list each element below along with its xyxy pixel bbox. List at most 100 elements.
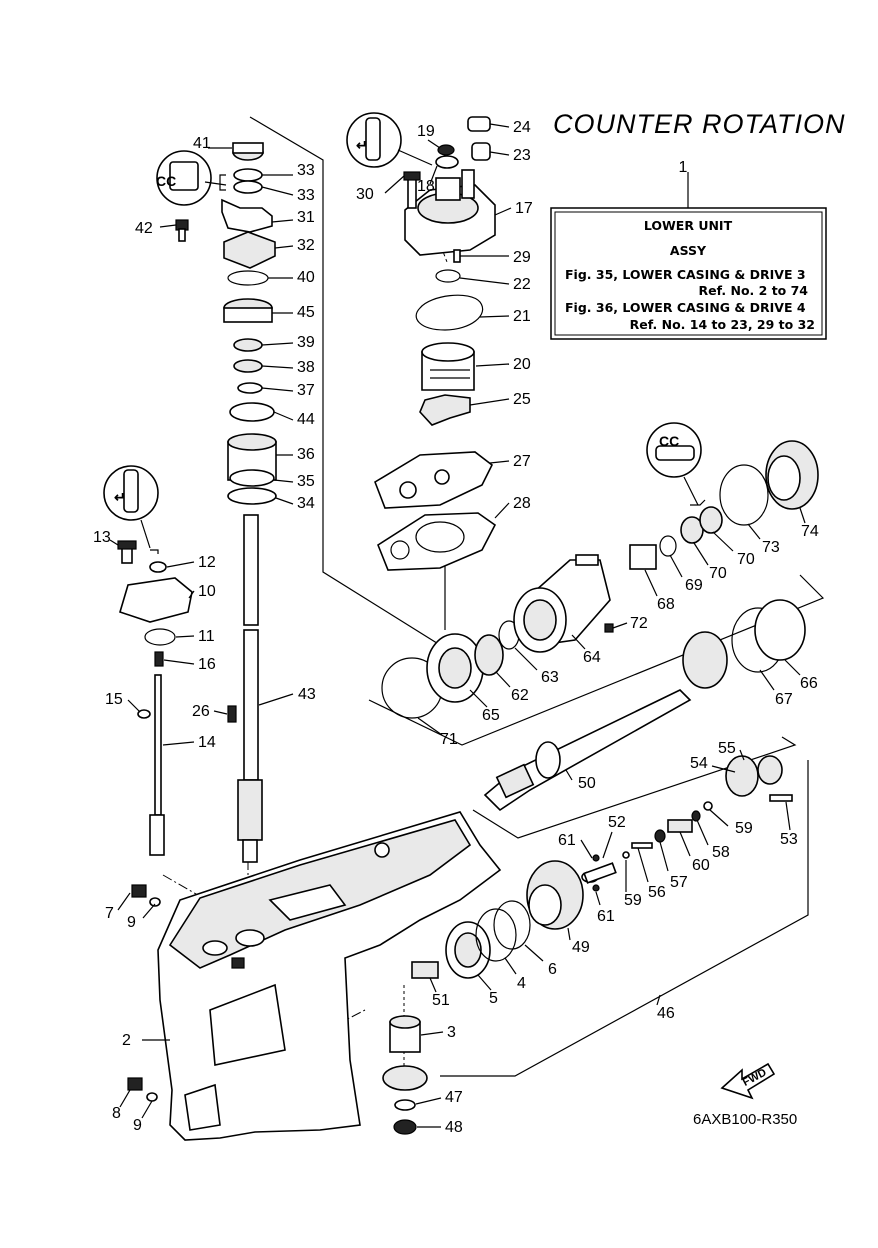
callout-label-2: 2 xyxy=(122,1032,131,1049)
callout-label-37: 37 xyxy=(297,382,315,399)
spring-part-16 xyxy=(154,651,164,667)
callout-label-34: 34 xyxy=(297,495,315,512)
bearing-36-top xyxy=(227,433,277,451)
callout-label-7: 7 xyxy=(105,905,114,922)
callout-label-28: 28 xyxy=(513,495,531,512)
grommet-part-24 xyxy=(467,116,491,132)
leader-line-70 xyxy=(693,542,709,566)
box-outer-frame xyxy=(550,207,827,340)
plate-hole-1 xyxy=(399,481,417,499)
leader-line-24 xyxy=(489,123,510,128)
leader-line-61 xyxy=(595,891,601,906)
washer-part-9a xyxy=(149,897,161,907)
washer-part-6 xyxy=(493,900,531,950)
washer-part-39 xyxy=(233,338,263,352)
leader-line-8 xyxy=(119,1089,131,1108)
callout-label-16: 16 xyxy=(198,656,216,673)
reverse-gear-group xyxy=(445,860,584,979)
forward-group xyxy=(381,440,819,719)
bearing-5-inner xyxy=(454,932,482,968)
driveshaft-stack xyxy=(221,142,277,863)
housing-64-boss xyxy=(575,554,599,566)
box-line-5: Fig. 36, LOWER CASING & DRIVE 4 xyxy=(565,300,806,315)
callout-label-32: 32 xyxy=(297,237,315,254)
housing-64-bore xyxy=(523,599,557,641)
callout-label-22: 22 xyxy=(513,276,531,293)
leader-line-47 xyxy=(415,1097,442,1105)
bolt-part-30 xyxy=(407,177,417,209)
pin-part-29 xyxy=(453,249,461,263)
shim-part-4 xyxy=(475,908,517,962)
driveshaft-part-43 xyxy=(243,629,259,781)
box-inner-frame xyxy=(554,211,823,336)
callout-label-20: 20 xyxy=(513,356,531,373)
callout-label-61: 61 xyxy=(558,832,576,849)
fwd-arrow-icon: FWD xyxy=(720,1062,776,1100)
callout-label-33: 33 xyxy=(297,187,315,204)
callout-label-43: 43 xyxy=(298,686,316,703)
leader-line-53 xyxy=(785,801,791,831)
propshaft-bracket-line xyxy=(368,574,825,746)
callout-leaders xyxy=(109,123,806,1128)
callout-label-67: 67 xyxy=(775,691,793,708)
callout-label-40: 40 xyxy=(297,269,315,286)
gear-bracket-line xyxy=(472,736,797,839)
leader-line-63 xyxy=(514,647,538,671)
callout-label-50: 50 xyxy=(578,775,596,792)
o-ring-part-73 xyxy=(719,464,769,526)
box-line-1: LOWER UNIT xyxy=(644,218,733,233)
washer-part-47 xyxy=(394,1099,416,1111)
svg-text:↵: ↵ xyxy=(114,489,126,505)
callout-label-31: 31 xyxy=(297,209,315,226)
washer-part-38 xyxy=(233,359,263,373)
callout-label-23: 23 xyxy=(513,147,531,164)
clip-part-59a xyxy=(622,851,630,859)
callout-label-72: 72 xyxy=(630,615,648,632)
casing-lug xyxy=(231,957,245,969)
leader-line-60 xyxy=(679,831,691,857)
callout-label-73: 73 xyxy=(762,539,780,556)
leader-line-58 xyxy=(696,819,709,846)
grease-icon: CC xyxy=(156,150,227,206)
bearing-45-side xyxy=(223,307,273,323)
callout-label-62: 62 xyxy=(511,687,529,704)
spring-part-60 xyxy=(667,819,693,833)
shift-rod-part-14 xyxy=(154,674,162,816)
grommet-part-12 xyxy=(149,561,167,573)
callout-label-60: 60 xyxy=(692,857,710,874)
callout-label-63: 63 xyxy=(541,669,559,686)
callout-label-44: 44 xyxy=(297,411,315,428)
driveshaft-upper xyxy=(243,514,259,626)
callout-label-49: 49 xyxy=(572,939,590,956)
pin-part-53 xyxy=(769,794,793,802)
leader-line-56 xyxy=(637,847,649,883)
leader-line-9 xyxy=(141,1100,153,1119)
leader-line-13 xyxy=(109,539,119,546)
callout-label-71: 71 xyxy=(440,731,458,748)
leader-line-35 xyxy=(273,479,294,483)
leader-line-20 xyxy=(475,363,510,367)
leader-line-3 xyxy=(420,1031,444,1036)
callout-label-17: 17 xyxy=(515,200,533,217)
o-ring-part-11 xyxy=(144,628,176,646)
svg-text:↵: ↵ xyxy=(356,137,368,153)
leader-line-14 xyxy=(162,741,195,746)
callout-label-70: 70 xyxy=(737,551,755,568)
callout-label-52: 52 xyxy=(608,814,626,831)
diagram-title: COUNTER ROTATION xyxy=(553,109,846,139)
spring-part-55 xyxy=(757,755,783,785)
leader-line-71 xyxy=(417,717,443,736)
leader-line-38 xyxy=(261,365,294,369)
key-part-72 xyxy=(604,623,614,633)
seal-part-33a xyxy=(233,168,263,182)
shim-part-44 xyxy=(229,402,275,422)
driveshaft-tip xyxy=(242,839,258,863)
leader-line-54 xyxy=(711,765,736,773)
box-line-6: Ref. No. 14 to 23, 29 to 32 xyxy=(630,317,815,332)
leader-line-57 xyxy=(659,841,669,872)
casing-port-1 xyxy=(202,940,228,956)
callout-label-56: 56 xyxy=(648,884,666,901)
leader-line-11 xyxy=(175,635,195,638)
grease-icon: CC xyxy=(646,422,706,506)
